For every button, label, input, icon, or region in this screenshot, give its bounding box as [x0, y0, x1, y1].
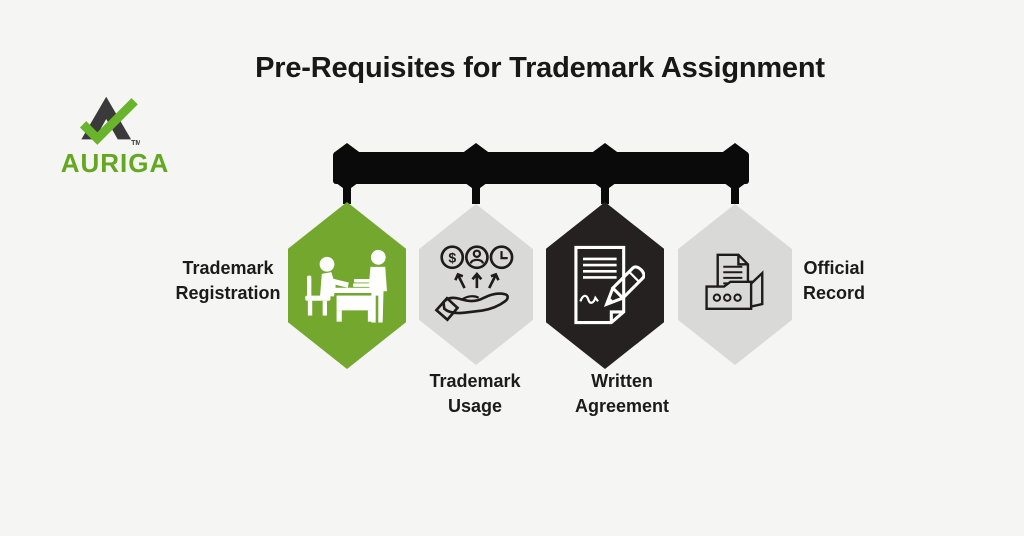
label-official-record: Official Record: [734, 256, 934, 306]
timeline-stem-3: [601, 186, 609, 204]
auriga-logo-mark: TM: [76, 95, 141, 147]
label-line: Written: [591, 371, 653, 391]
label-line: Agreement: [574, 396, 670, 416]
logo-tm-mark: TM: [131, 139, 140, 147]
timeline-connector-2: [463, 143, 489, 191]
label-trademark-usage: Trademark Usage: [375, 369, 575, 419]
timeline-connector-1: [334, 143, 360, 191]
svg-text:$: $: [448, 250, 456, 266]
auriga-a-check-icon: TM: [79, 96, 141, 147]
signed-document-icon: [567, 243, 645, 327]
label-line: Registration: [175, 283, 281, 303]
label-line: Record: [802, 283, 865, 303]
label-line: Usage: [447, 396, 503, 416]
label-line: Trademark: [429, 371, 521, 391]
timeline-stem-4: [731, 186, 739, 204]
label-trademark-registration: Trademark Registration: [128, 256, 328, 306]
label-line: Official: [803, 258, 865, 278]
label-written-agreement: Written Agreement: [522, 369, 722, 419]
timeline-stem-2: [472, 186, 480, 204]
timeline-bar: [333, 152, 749, 184]
timeline-connector-4: [722, 143, 748, 191]
hand-offer-icon: $: [432, 242, 520, 328]
label-line: Trademark: [182, 258, 274, 278]
auriga-brand-name: AURIGA: [60, 148, 170, 178]
timeline-stem-1: [343, 186, 351, 204]
registration-desk-icon: [301, 246, 393, 326]
timeline-connector-3: [592, 143, 618, 191]
page-title: Pre-Requisites for Trademark Assignment: [255, 52, 825, 84]
archive-record-icon: [700, 250, 772, 320]
